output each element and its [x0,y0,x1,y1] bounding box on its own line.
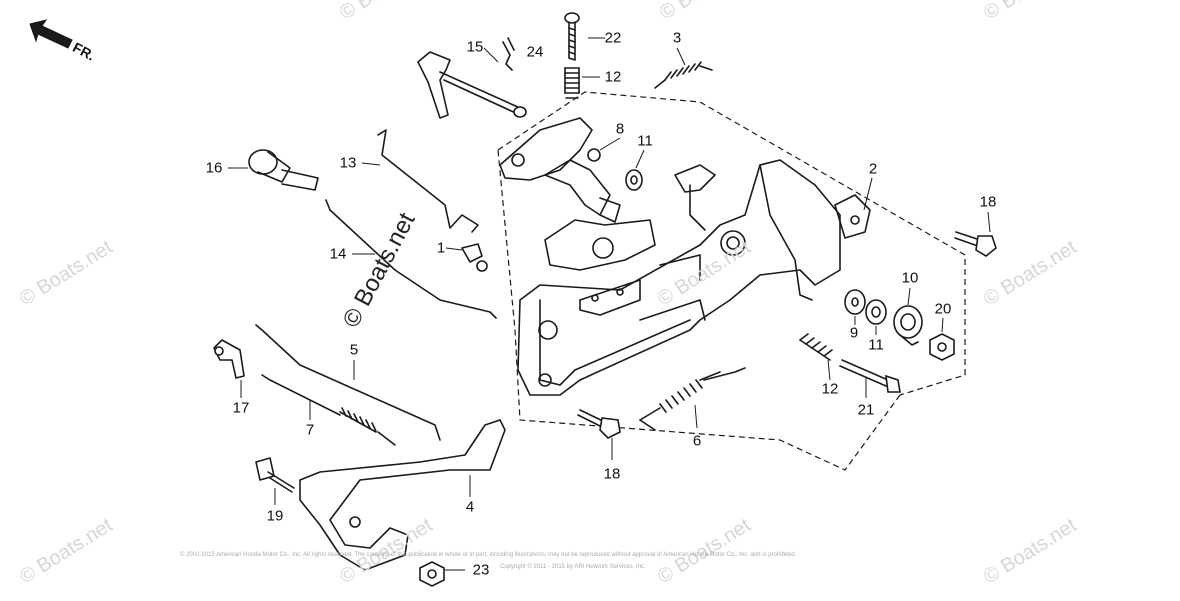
callout-10: 10 [901,269,919,287]
rod-5 [255,324,441,441]
callout-4: 4 [465,498,475,516]
rod-14 [325,199,497,319]
callout-22: 22 [604,29,622,47]
spring-3 [654,61,713,89]
callout-16: 16 [205,159,223,177]
callout-11-lower: 11 [868,336,884,354]
bolt-18-lower [577,409,621,439]
bolt-21 [839,359,901,393]
callout-11-top: 11 [637,132,653,150]
callout-17: 17 [232,399,250,417]
front-arrow-icon [29,19,73,49]
washer-11-top [625,169,643,191]
washer-9 [844,289,866,315]
spring-6 [639,367,746,431]
callout-3: 3 [672,29,682,47]
callout-2: 2 [868,160,878,178]
assembly-boundary [497,91,966,471]
throttle-lever [417,51,527,119]
callout-18-right: 18 [979,193,997,211]
screw-22 [564,12,580,61]
callout-23: 23 [472,561,490,579]
bolt-19 [255,457,295,493]
pulley-10 [893,305,923,346]
throttle-arm [499,117,621,223]
copyright-line-2: Copyright © 2011 - 2015 by ARI Network S… [500,564,646,570]
callout-7: 7 [305,421,315,439]
callout-6: 6 [692,432,702,450]
callout-8: 8 [615,120,625,138]
callout-19: 19 [266,507,284,525]
callout-20: 20 [934,300,952,318]
callout-21: 21 [857,401,875,419]
control-plate [517,159,871,396]
callout-13: 13 [339,154,357,172]
leader-lines [228,37,991,571]
bolt-18-right [954,231,997,257]
governor-spring-7 [261,374,396,446]
washer-11-lower [865,299,887,325]
spring-12-top [564,67,580,99]
nut-20 [929,333,955,361]
callout-15: 15 [466,38,484,56]
nut-23 [419,561,445,587]
callout-12-top: 12 [604,68,622,86]
callout-12-right: 12 [821,380,839,398]
clip-17 [213,339,245,379]
copyright-line-1: © 2002-2015 American Honda Motor Co., In… [180,552,797,558]
clip-1 [461,243,488,272]
callout-9: 9 [849,324,859,342]
rod-13 [377,129,479,233]
callout-24: 24 [526,43,544,61]
bracket-4 [299,419,506,571]
callout-18-lower: 18 [603,465,621,483]
callout-5: 5 [349,341,359,359]
spring-12-right [799,333,833,361]
callout-14: 14 [329,245,347,263]
callout-1: 1 [436,239,446,257]
choke-knob [248,149,319,191]
pin-24 [502,37,515,71]
